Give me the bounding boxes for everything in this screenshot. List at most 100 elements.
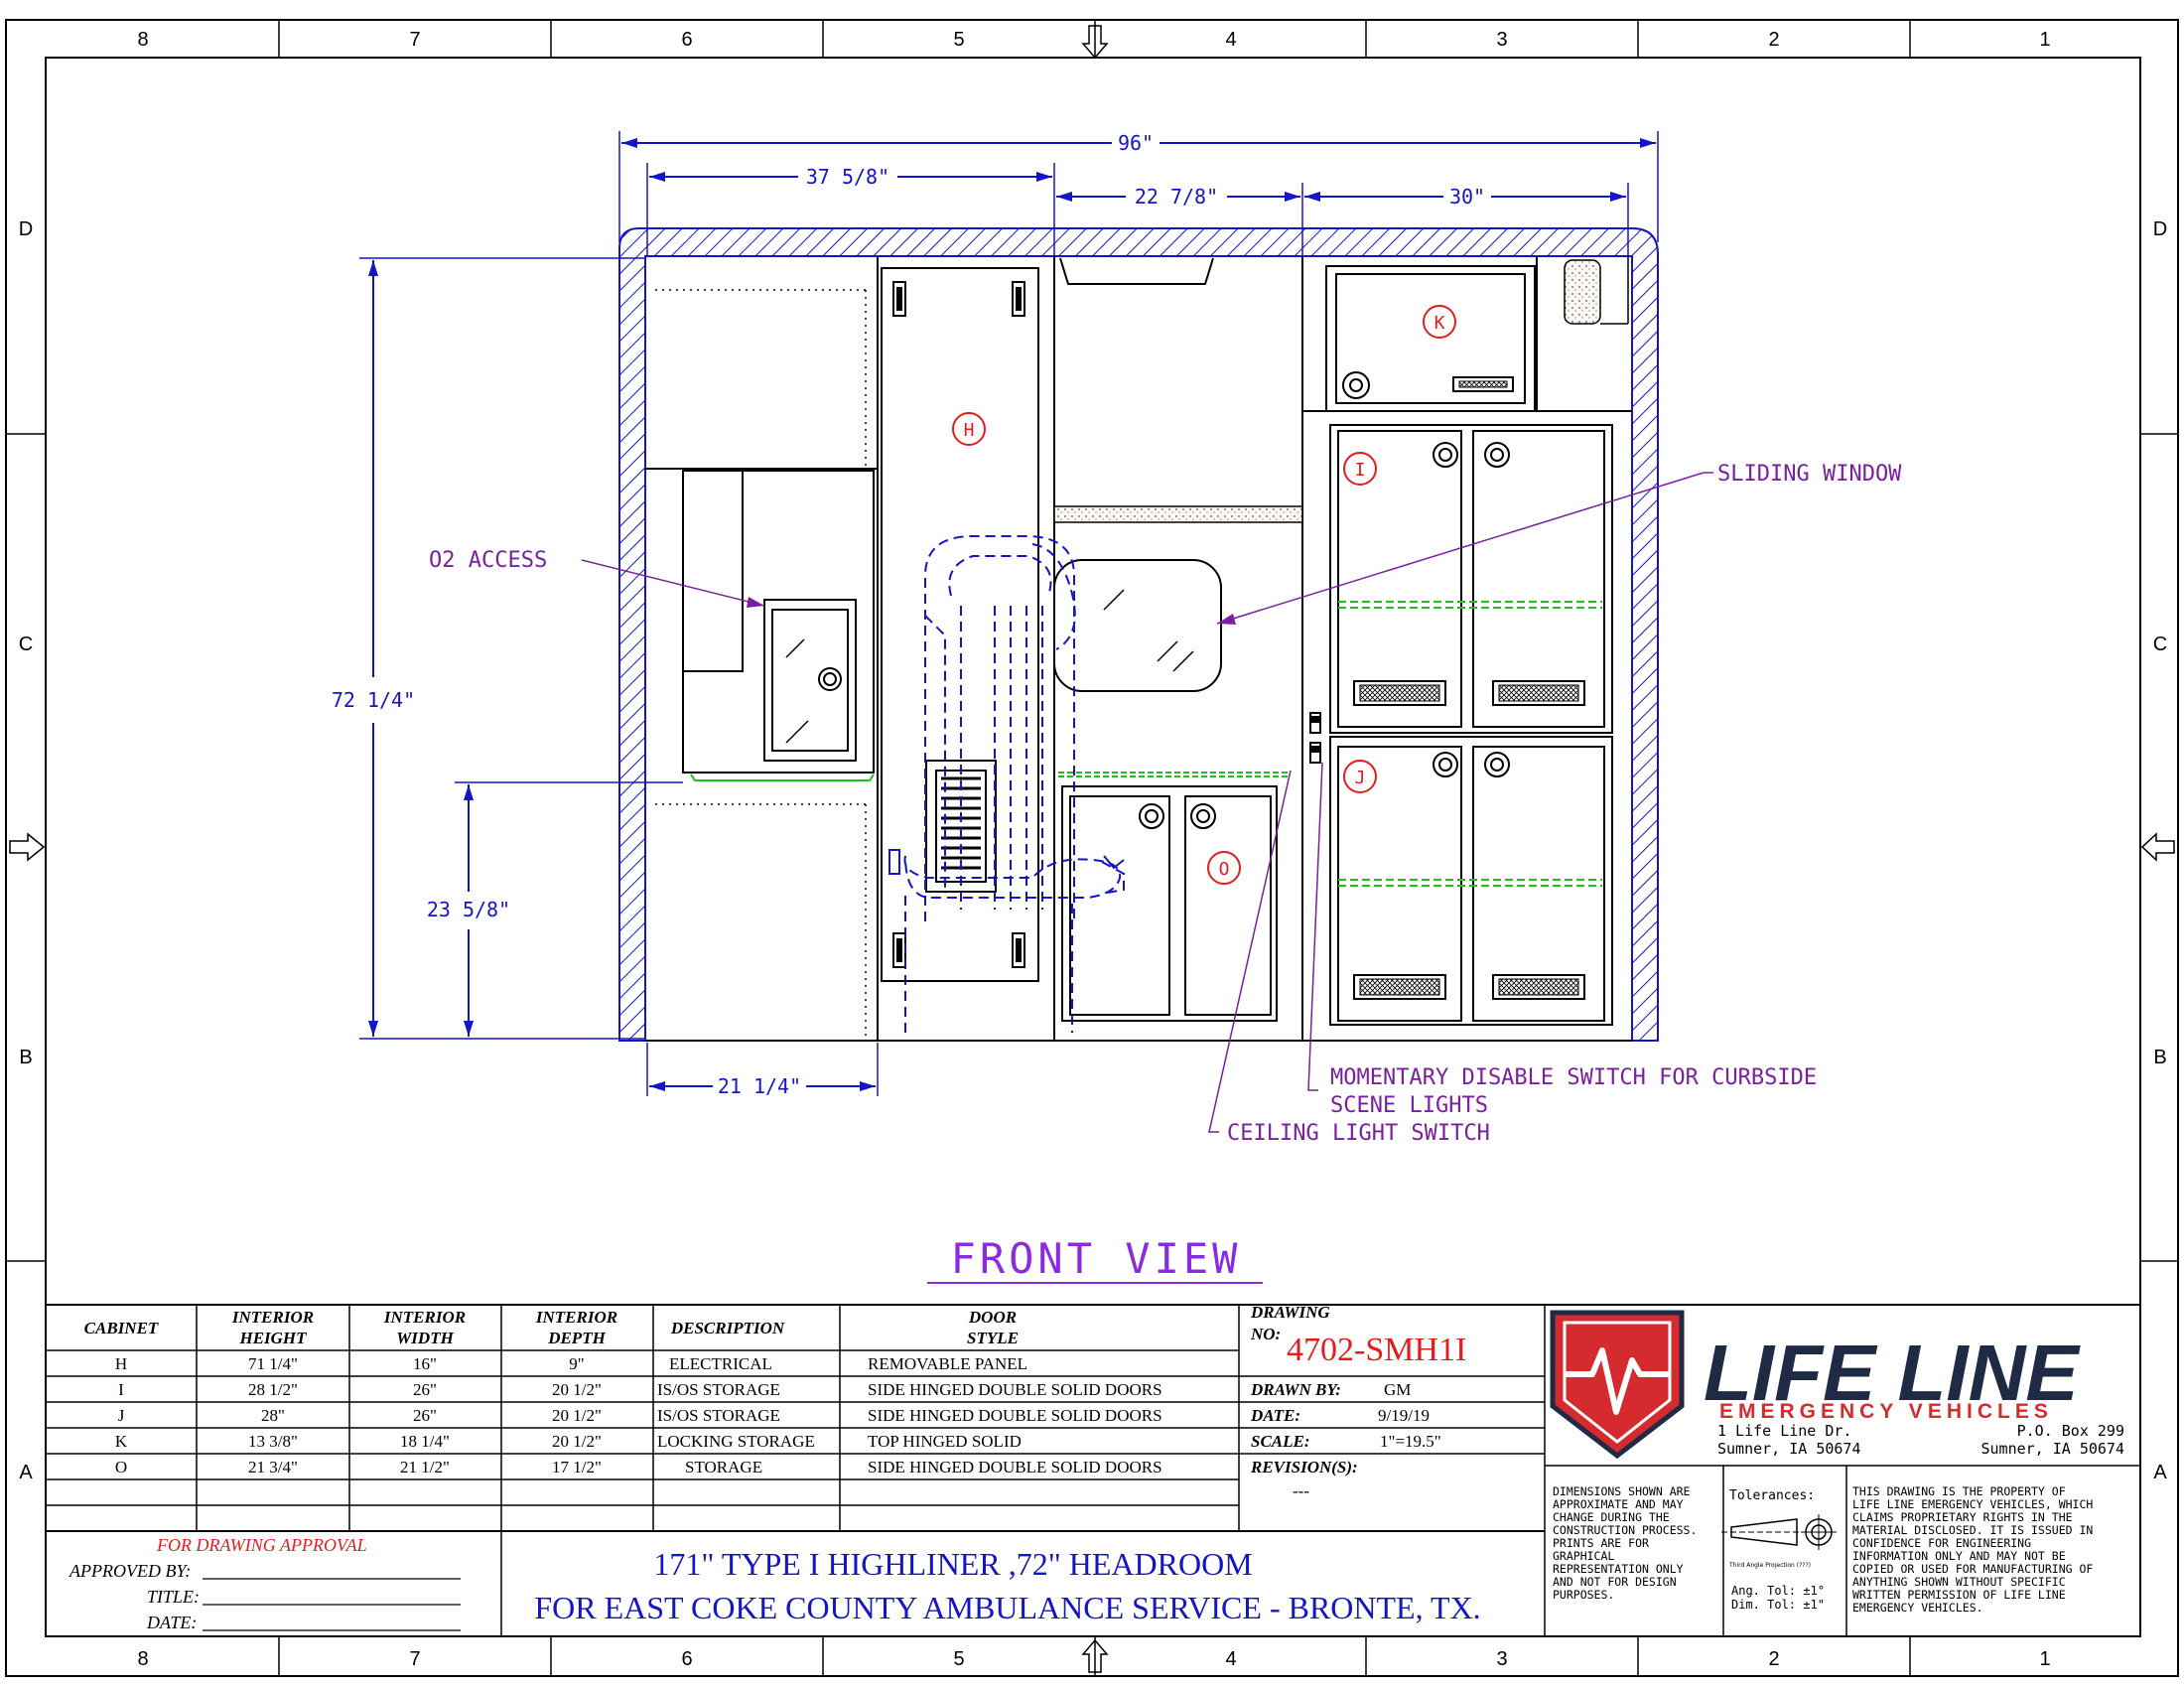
title-block-grid: [46, 1304, 2140, 1636]
frame-row-label: A: [19, 1462, 33, 1483]
drawn-by-value: GM: [1384, 1380, 1411, 1399]
table-cell: 16": [413, 1354, 437, 1373]
o2-access-label: O2 ACCESS: [429, 548, 547, 573]
table-header: INTERIOR: [383, 1308, 466, 1327]
frame-col-label: 5: [953, 29, 964, 51]
disclaimer-line: REPRESENTATION ONLY: [1553, 1562, 1684, 1576]
callout-circles: [952, 305, 1456, 885]
table-cell: IS/OS STORAGE: [657, 1380, 780, 1399]
table-cell: 13 3/8": [248, 1432, 298, 1451]
table-cell: ELECTRICAL: [669, 1354, 772, 1373]
table-header: WIDTH: [396, 1329, 454, 1347]
frame-row-label: B: [19, 1047, 32, 1068]
sheet-frame: [5, 19, 2179, 1677]
table-cell: SIDE HINGED DOUBLE SOLID DOORS: [868, 1380, 1162, 1399]
table-cell: 26": [413, 1406, 437, 1425]
company-name: LIFE LINE: [1704, 1329, 2081, 1417]
approval-title-label: TITLE:: [147, 1587, 200, 1607]
drawing-no-label: DRAWING: [1250, 1303, 1330, 1322]
tolerances-label: Tolerances:: [1729, 1488, 1815, 1503]
frame-col-label: 8: [137, 29, 148, 51]
approval-heading: FOR DRAWING APPROVAL: [156, 1535, 367, 1555]
table-cell: SIDE HINGED DOUBLE SOLID DOORS: [868, 1406, 1162, 1425]
table-cell: 21 3/4": [248, 1458, 298, 1477]
dim-overall-height: 72 1/4": [332, 688, 415, 712]
sliding-window-label: SLIDING WINDOW: [1717, 462, 1902, 487]
dim-left-width: 37 5/8": [806, 165, 889, 189]
table-header: DEPTH: [547, 1329, 606, 1347]
table-cell: 9": [569, 1354, 584, 1373]
ceiling-switch-label: CEILING LIGHT SWITCH: [1227, 1121, 1490, 1146]
frame-col-label: 4: [1225, 29, 1236, 51]
table-cell: SIDE HINGED DOUBLE SOLID DOORS: [868, 1458, 1162, 1477]
frame-row-label: B: [2153, 1047, 2166, 1068]
table-cell: STORAGE: [685, 1458, 762, 1477]
dim-right-width: 30": [1449, 185, 1485, 209]
disclaimer-line: PRINTS ARE FOR: [1553, 1536, 1649, 1550]
frame-col-label: 7: [409, 29, 420, 51]
annotation-leaders: [581, 472, 1713, 1133]
table-cell: K: [115, 1432, 128, 1451]
dim-counter-height: 23 5/8": [427, 898, 510, 921]
table-cell: 71 1/4": [248, 1354, 298, 1373]
frame-col-label: 5: [953, 1648, 964, 1670]
frame-row-label: A: [2153, 1462, 2167, 1483]
address-right-2: Sumner, IA 50674: [1981, 1440, 2125, 1458]
countertop-surface: [1053, 505, 1303, 523]
table-cell: 28": [261, 1406, 285, 1425]
property-line: CONFIDENCE FOR ENGINEERING: [1852, 1536, 2031, 1550]
frame-col-label: 6: [681, 29, 692, 51]
body-walls: [618, 227, 1659, 1042]
cabinet-k-label: K: [1434, 313, 1445, 334]
frame-col-label: 8: [137, 1648, 148, 1670]
dim-left-bottom-width: 21 1/4": [718, 1074, 801, 1098]
table-cell: 21 1/2": [400, 1458, 450, 1477]
property-line: THIS DRAWING IS THE PROPERTY OF: [1852, 1484, 2066, 1498]
angle-tolerance: Ang. Tol: ±1°: [1731, 1584, 1825, 1598]
disclaimer-line: APPROXIMATE AND MAY: [1553, 1497, 1684, 1511]
table-cell: 20 1/2": [552, 1380, 602, 1399]
address-right-1: P.O. Box 299: [2017, 1422, 2124, 1440]
frame-row-label: C: [19, 633, 33, 655]
cabinet-j-label: J: [1355, 768, 1366, 788]
table-cell: H: [115, 1354, 127, 1373]
table-cell: J: [118, 1406, 125, 1425]
table-cell: O: [115, 1458, 127, 1477]
table-cell: LOCKING STORAGE: [657, 1432, 815, 1451]
disclaimer-line: CONSTRUCTION PROCESS.: [1553, 1523, 1697, 1537]
frame-row-label: D: [2153, 218, 2167, 240]
scale-value: 1"=19.5": [1380, 1432, 1441, 1451]
disclaimer-line: DIMENSIONS SHOWN ARE: [1553, 1484, 1691, 1498]
cabinet-drawing: [645, 256, 1632, 1041]
projection-symbol-icon: [1721, 1514, 1837, 1550]
table-header: DOOR: [968, 1308, 1017, 1327]
corner-pad: [1564, 259, 1601, 325]
table-header: HEIGHT: [238, 1329, 307, 1347]
cabinet-i-label: I: [1355, 460, 1366, 481]
drawn-by-label: DRAWN BY:: [1250, 1380, 1341, 1399]
drawing-no-label: NO:: [1250, 1325, 1281, 1343]
disclaimer-line: AND NOT FOR DESIGN: [1553, 1575, 1677, 1589]
frame-col-label: 2: [1768, 29, 1779, 51]
table-cell: 18 1/4": [400, 1432, 450, 1451]
address-left-1: 1 Life Line Dr.: [1717, 1422, 1851, 1440]
property-line: EMERGENCY VEHICLES.: [1852, 1601, 1983, 1615]
projection-label: Third Angle Projection (???): [1728, 1562, 1811, 1569]
project-title-line1: 171" TYPE I HIGHLINER ,72" HEADROOM: [653, 1546, 1252, 1582]
momentary-switch-label: MOMENTARY DISABLE SWITCH FOR CURBSIDE: [1330, 1065, 1817, 1090]
table-cell: IS/OS STORAGE: [657, 1406, 780, 1425]
disclaimer-line: GRAPHICAL: [1553, 1549, 1614, 1563]
frame-row-label: C: [2153, 633, 2167, 655]
stretcher-outline: [903, 535, 1125, 1033]
dimension-lines: [359, 131, 1659, 1096]
drawing-number: 4702-SMH1I: [1287, 1332, 1466, 1368]
frame-col-label: 2: [1768, 1648, 1779, 1670]
frame-col-label: 3: [1496, 29, 1507, 51]
date-label: DATE:: [1250, 1406, 1300, 1425]
frame-col-label: 1: [2039, 1648, 2050, 1670]
table-header: CABINET: [84, 1319, 159, 1337]
cabinet-h-label: H: [964, 420, 975, 441]
date-value: 9/19/19: [1378, 1406, 1430, 1425]
